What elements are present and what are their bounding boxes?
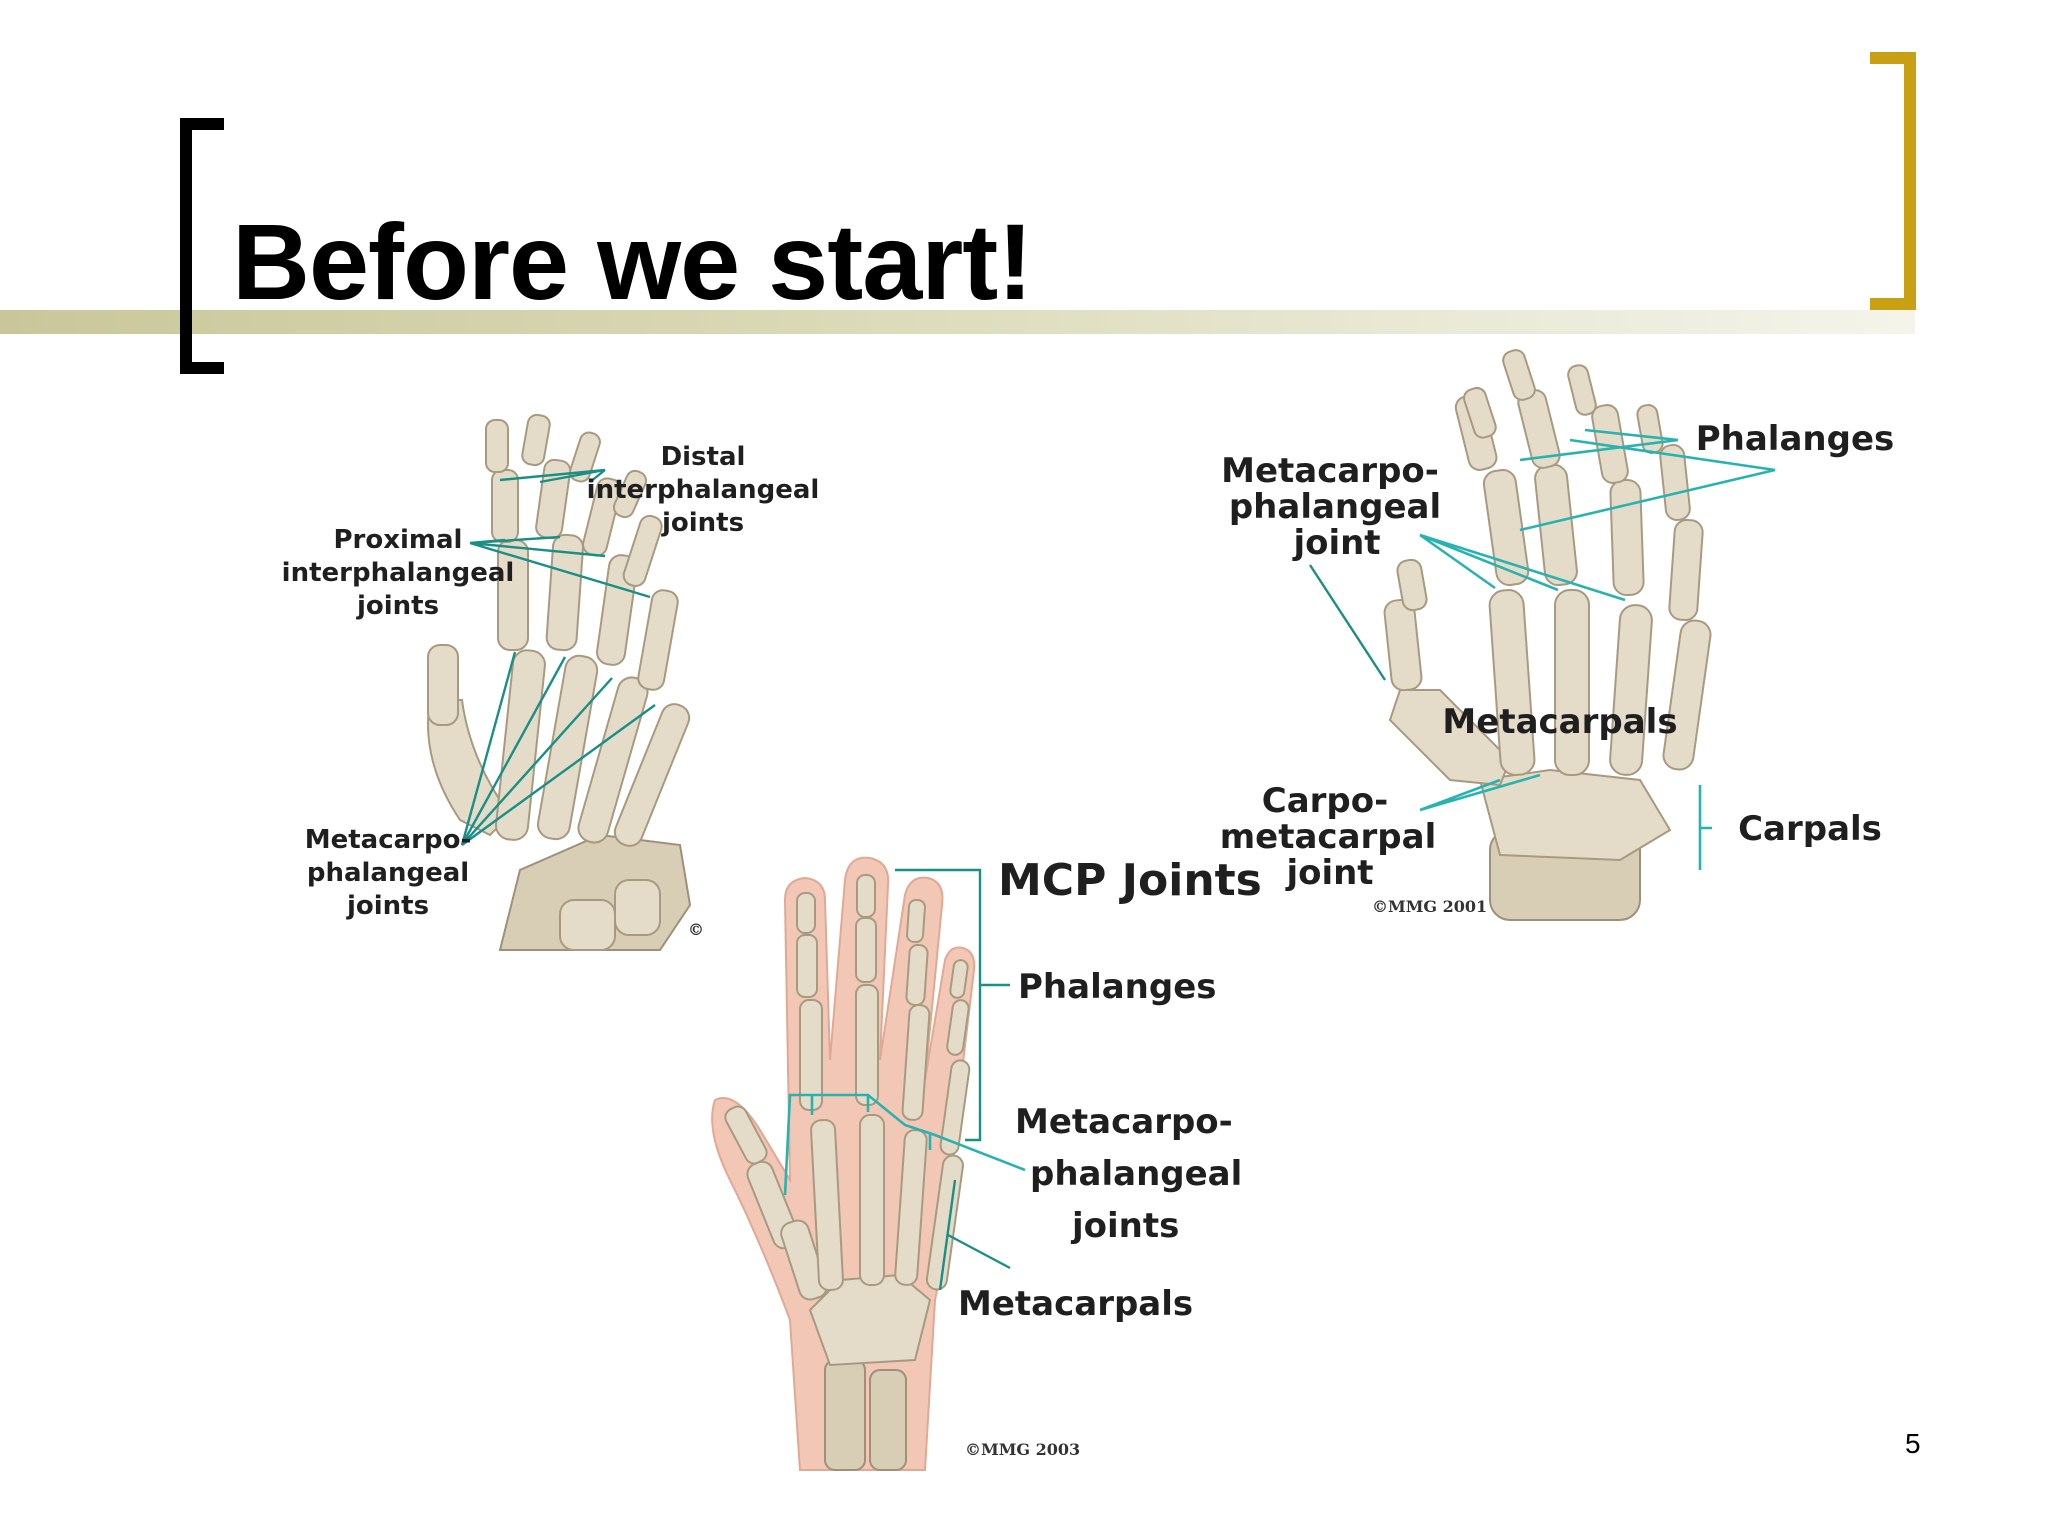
left-copyright: © [688, 920, 704, 939]
left-carpal-bone [559, 899, 616, 951]
slide-title: Before we start! [232, 201, 1033, 322]
bottom-middle-phalanx [946, 999, 970, 1056]
right-proximal-phalanx [1609, 478, 1645, 597]
bottom-copyright: ©MMG 2003 [965, 1440, 1080, 1459]
right-label-mcp: Metacarpo- [1221, 451, 1439, 491]
left-metacarpal [613, 703, 691, 847]
right-label-mcp: joint [1291, 523, 1380, 563]
bottom-middle-phalanx [796, 934, 818, 998]
right-proximal-phalanx [1482, 469, 1530, 586]
right-carpals [1478, 768, 1672, 862]
slide-page-number: 5 [1905, 1428, 1921, 1459]
right-middle-phalanx [1591, 404, 1629, 484]
title-underline-band [0, 310, 1915, 334]
right-label-carpals: Carpals [1738, 809, 1882, 849]
left-label-distal: interphalangeal [587, 475, 820, 505]
bottom-radius [824, 1359, 866, 1471]
left-pip-leaders [469, 535, 651, 599]
left-label-proximal: interphalangeal [282, 558, 515, 588]
left-middle-phalanx [622, 514, 663, 587]
bottom-label-mcp: joints [1070, 1206, 1179, 1246]
left-distal-phalanx [569, 431, 601, 483]
right-thumb-distal [1396, 558, 1428, 612]
bottom-label-mcp: phalangeal [1030, 1154, 1242, 1194]
right-thumb-joint-leader [1308, 564, 1387, 681]
bottom-metacarpal [859, 1114, 885, 1286]
bottom-metacarpals-leader [947, 1233, 1011, 1270]
bottom-proximal-phalanx [939, 1059, 971, 1156]
left-carpal-bone [614, 879, 661, 936]
left-label-mcp: Metacarpo- [305, 825, 472, 855]
bottom-label-mcp: Metacarpo- [1015, 1102, 1233, 1142]
right-hand-illustration: Phalanges Metacarpo- phalangeal joint Me… [1220, 349, 1895, 921]
left-distal-phalanx [521, 413, 551, 467]
right-cmc-leaders [1419, 773, 1541, 812]
bottom-metacarpal [894, 1129, 928, 1286]
bottom-distal-phalanx [949, 959, 969, 999]
left-distal-phalanx [612, 469, 648, 519]
right-metacarpal [1609, 604, 1653, 776]
left-middle-phalanx [491, 469, 519, 543]
right-label-cmc: joint [1284, 853, 1373, 893]
bottom-phalanges-bracket [895, 868, 982, 1142]
bottom-label-mcp-joints: MCP Joints [998, 855, 1262, 906]
right-label-phalanges: Phalanges [1696, 419, 1895, 459]
right-label-metacarpals: Metacarpals [1442, 702, 1677, 742]
right-distal-phalanx [1502, 349, 1536, 401]
right-metacarpal [1554, 589, 1590, 776]
left-mcp-leaders [460, 651, 656, 846]
bottom-proximal-phalanx [799, 999, 823, 1111]
left-label-mcp: phalangeal [307, 858, 469, 888]
bottom-label-phalanges: Phalanges [1018, 967, 1217, 1007]
right-label-cmc: Carpo- [1262, 781, 1388, 821]
left-proximal-phalanx [545, 533, 584, 652]
left-proximal-phalanx [637, 589, 679, 691]
right-carpals-bracket [1698, 785, 1712, 870]
bottom-metacarpal [810, 1118, 844, 1292]
right-proximal-phalanx [1668, 518, 1704, 622]
bottom-middle-phalanx [905, 943, 929, 1007]
left-hand-illustration: Distal interphalangeal joints Proximal i… [282, 413, 820, 951]
left-distal-phalanx [485, 419, 509, 473]
bottom-ulna [869, 1369, 907, 1471]
left-label-mcp: joints [346, 891, 429, 921]
left-dip-leaders [499, 468, 606, 484]
bottom-label-metacarpals: Metacarpals [958, 1284, 1193, 1324]
bottom-hand-illustration: MCP Joints Phalanges Metacarpo- phalange… [711, 855, 1262, 1471]
right-copyright: ©MMG 2001 [1372, 897, 1487, 916]
left-label-distal: joints [661, 508, 744, 538]
left-label-proximal: Proximal [334, 525, 463, 555]
bottom-proximal-phalanx [855, 984, 879, 1106]
bottom-distal-phalanx [796, 892, 816, 934]
right-distal-phalanx [1567, 364, 1597, 416]
right-thumb-metacarpal [1388, 689, 1512, 787]
bottom-distal-phalanx [856, 874, 876, 918]
left-metacarpal [577, 676, 649, 844]
right-middle-phalanx [1659, 444, 1691, 521]
left-middle-phalanx [535, 458, 572, 540]
bottom-distal-phalanx [906, 898, 926, 944]
left-label-distal: Distal [661, 442, 746, 472]
right-label-mcp: phalangeal [1229, 487, 1441, 527]
bottom-mcp-leaders [783, 1093, 1026, 1196]
left-metacarpal [495, 649, 546, 841]
left-thumb-phalanx [427, 644, 459, 726]
right-distal-phalanx [1463, 386, 1497, 439]
right-distal-phalanx [1636, 404, 1664, 454]
right-metacarpal [1662, 619, 1712, 771]
right-phalanges-leaders [1519, 428, 1776, 532]
left-bracket-decoration [180, 118, 224, 374]
right-label-cmc: metacarpal [1220, 817, 1436, 857]
right-bracket-decoration [1870, 52, 1916, 310]
bottom-metacarpals-bracket [938, 1179, 957, 1291]
bottom-middle-phalanx [855, 917, 877, 983]
right-mcp-leaders [1419, 533, 1626, 602]
left-label-proximal: joints [356, 591, 439, 621]
right-thumb-phalanx [1383, 598, 1423, 692]
right-metacarpal [1488, 589, 1536, 776]
